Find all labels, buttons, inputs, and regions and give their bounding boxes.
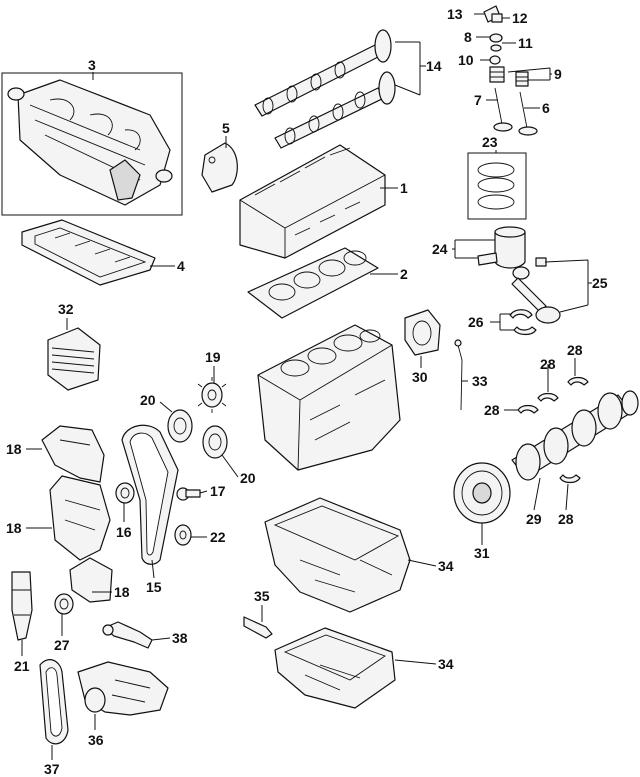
- callout-35: 35: [254, 588, 270, 604]
- callout-9: 9: [554, 66, 562, 82]
- callout-25: 25: [592, 275, 608, 291]
- callout-38: 38: [172, 630, 188, 646]
- leader-lines: [21, 13, 592, 760]
- rear-main-seal[interactable]: [404, 309, 441, 356]
- callout-37: 37: [44, 761, 60, 777]
- callout-26: 26: [468, 314, 484, 330]
- valve-spring-seat[interactable]: [490, 44, 502, 52]
- accessory-belt[interactable]: [39, 659, 69, 745]
- oil-pickup-tube[interactable]: [102, 621, 153, 649]
- piston-and-pin[interactable]: [477, 226, 526, 269]
- oil-cooler[interactable]: [47, 327, 101, 391]
- callout-28b: 28: [567, 342, 583, 358]
- callout-29: 29: [526, 511, 542, 527]
- dipstick-tube[interactable]: [454, 339, 463, 411]
- connecting-rod[interactable]: [511, 257, 561, 324]
- rod-bearings[interactable]: [509, 309, 537, 336]
- callout-28c: 28: [484, 402, 500, 418]
- callout-21: 21: [14, 658, 30, 674]
- sealant-tube[interactable]: [243, 616, 273, 639]
- callout-34a: 34: [438, 558, 454, 574]
- timing-cover-upper[interactable]: [201, 142, 238, 193]
- vvt-solenoid[interactable]: [11, 571, 33, 641]
- valve-cover-gasket[interactable]: [21, 219, 156, 286]
- callout-12: 12: [512, 10, 528, 26]
- callout-23: 23: [482, 134, 498, 150]
- callout-24: 24: [432, 241, 448, 257]
- callout-6: 6: [542, 100, 550, 116]
- valve-cover[interactable]: [1, 72, 183, 216]
- callout-31: 31: [474, 545, 490, 561]
- crankshaft-pulley[interactable]: [453, 462, 511, 524]
- callout-17: 17: [210, 483, 226, 499]
- exhaust-valve[interactable]: [518, 91, 538, 136]
- tensioner-pulley[interactable]: [115, 482, 135, 504]
- callout-18b: 18: [6, 520, 22, 536]
- callout-18c: 18: [114, 584, 130, 600]
- main-bearing-lower[interactable]: [559, 474, 581, 484]
- timing-cover-bracket[interactable]: [69, 557, 113, 603]
- callout-13: 13: [447, 6, 463, 22]
- valve-retainer[interactable]: [489, 33, 503, 43]
- callout-3: 3: [88, 57, 96, 73]
- callout-30: 30: [412, 369, 428, 385]
- oil-pump-drive-gear[interactable]: [197, 377, 227, 413]
- callout-28d: 28: [558, 511, 574, 527]
- callout-22: 22: [210, 529, 226, 545]
- callout-20a: 20: [140, 392, 156, 408]
- timing-cover-lower[interactable]: [49, 475, 111, 561]
- callout-19: 19: [205, 349, 221, 365]
- callout-36: 36: [88, 732, 104, 748]
- callout-20b: 20: [240, 470, 256, 486]
- callout-1: 1: [400, 180, 408, 196]
- intake-valve[interactable]: [493, 87, 513, 132]
- camshaft-sprocket-lower[interactable]: [202, 425, 228, 459]
- callout-4: 4: [177, 258, 185, 274]
- callout-labels: 3 1 2 4 5 14 13 12 8 11 10 9 7 6 23 24 2…: [6, 6, 608, 777]
- callout-14: 14: [426, 58, 442, 74]
- crankshaft[interactable]: [511, 390, 639, 481]
- valve-keeper[interactable]: [491, 13, 503, 23]
- callout-27: 27: [54, 637, 70, 653]
- camshafts[interactable]: [254, 29, 396, 149]
- engine-block[interactable]: [257, 324, 401, 471]
- piston-rings[interactable]: [467, 152, 527, 220]
- callout-16: 16: [116, 524, 132, 540]
- valve-springs[interactable]: [489, 66, 529, 87]
- callout-34b: 34: [438, 656, 454, 672]
- callout-8: 8: [464, 29, 472, 45]
- main-bearing-upper-left[interactable]: [517, 404, 539, 414]
- callout-11: 11: [518, 35, 533, 51]
- callout-32: 32: [58, 301, 74, 317]
- callout-18a: 18: [6, 441, 22, 457]
- callout-2: 2: [400, 266, 408, 282]
- oil-pan-upper[interactable]: [264, 497, 411, 613]
- camshaft-sprocket-upper[interactable]: [167, 409, 193, 443]
- callout-33: 33: [472, 373, 488, 389]
- cylinder-head[interactable]: [239, 144, 386, 259]
- callout-10: 10: [458, 52, 474, 68]
- main-bearing-upper-mid[interactable]: [537, 392, 559, 402]
- timing-cover-front[interactable]: [41, 425, 105, 483]
- timing-belt[interactable]: [121, 424, 179, 565]
- callout-7: 7: [474, 92, 482, 108]
- idler-bolt[interactable]: [176, 487, 201, 501]
- valve-seal[interactable]: [489, 55, 501, 65]
- oil-pump[interactable]: [77, 661, 169, 716]
- main-bearing-upper-right[interactable]: [567, 376, 589, 386]
- front-crank-seal[interactable]: [54, 593, 74, 615]
- head-gasket[interactable]: [247, 247, 379, 319]
- oil-pan-lower[interactable]: [274, 627, 396, 709]
- callout-5: 5: [222, 120, 230, 136]
- callout-15: 15: [146, 579, 162, 595]
- crankshaft-sprocket[interactable]: [174, 524, 192, 546]
- callout-28a: 28: [540, 356, 556, 372]
